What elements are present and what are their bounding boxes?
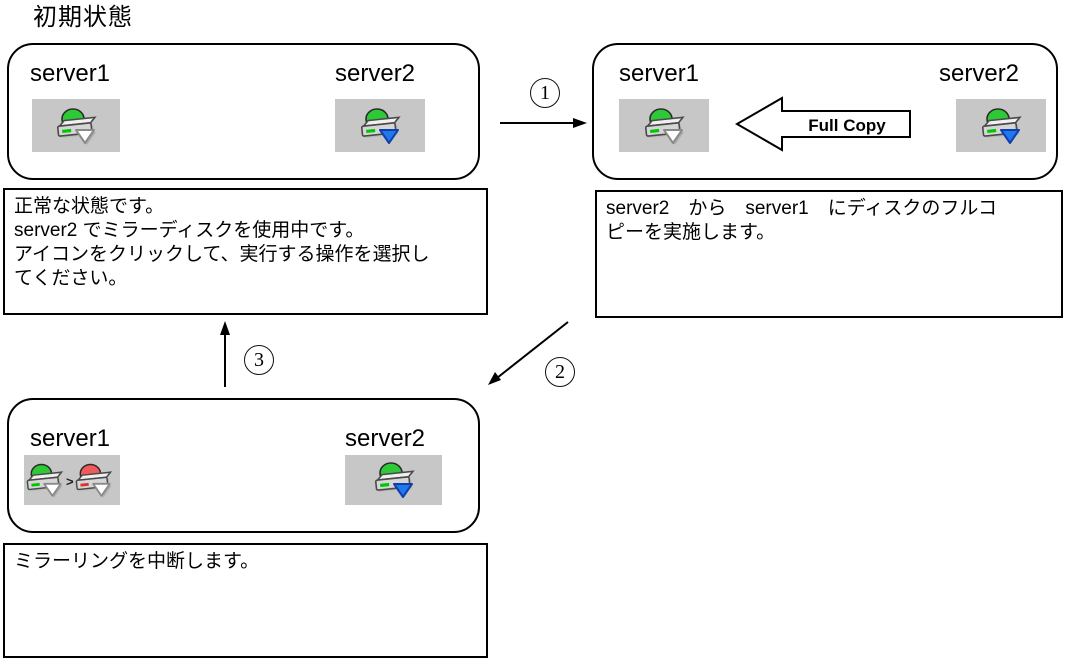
initial-state-box: server1 server2 (7, 43, 480, 180)
svg-text:>: > (66, 474, 74, 489)
mirror-disk-normal-to-error-icon[interactable]: > (24, 455, 120, 505)
server2-label: server2 (335, 60, 416, 87)
description-line: server2 から server1 にディスクのフルコ (606, 198, 998, 219)
mirror-disk-active-icon[interactable] (335, 99, 425, 152)
server1-label: server1 (30, 60, 111, 87)
mirror-disk-normal-icon[interactable] (619, 99, 709, 152)
description-line: server2 でミラーディスクを使用中です。 (14, 220, 365, 241)
suspend-state-box: server1 > (7, 398, 480, 533)
page-title: 初期状態 (33, 4, 133, 31)
description-line: 正常な状態です。 (14, 196, 165, 217)
description-line: ミラーリングを中断します。 (14, 551, 260, 572)
mirror-disk-active-icon[interactable] (956, 99, 1046, 152)
description-line: アイコンをクリックして、実行する操作を選択し (14, 244, 430, 265)
mirror-disk-active-icon[interactable] (345, 455, 442, 505)
suspend-description: ミラーリングを中断します。 (3, 543, 488, 658)
transition-2-badge: 2 (545, 357, 575, 387)
server1-label: server1 (619, 60, 700, 87)
description-line: ピーを実施します。 (606, 222, 776, 243)
transition-2-arrow (488, 321, 569, 385)
transition-1-badge: 1 (530, 78, 560, 108)
transition-3-badge: 3 (244, 345, 274, 375)
transition-1-arrow (500, 118, 587, 128)
full-copy-arrow-label: Full Copy (808, 116, 886, 135)
description-line: てください。 (14, 268, 128, 289)
server2-label: server2 (939, 60, 1020, 87)
full-copy-description: server2 から server1 にディスクのフルコ ピーを実施します。 (595, 190, 1063, 318)
full-copy-arrow: Full Copy (735, 96, 911, 152)
mirror-disk-normal-icon[interactable] (32, 99, 120, 152)
server1-label: server1 (30, 425, 111, 452)
server2-label: server2 (345, 425, 426, 452)
initial-state-description: 正常な状態です。 server2 でミラーディスクを使用中です。 アイコンをクリ… (3, 188, 488, 315)
transition-3-arrow (220, 321, 230, 387)
